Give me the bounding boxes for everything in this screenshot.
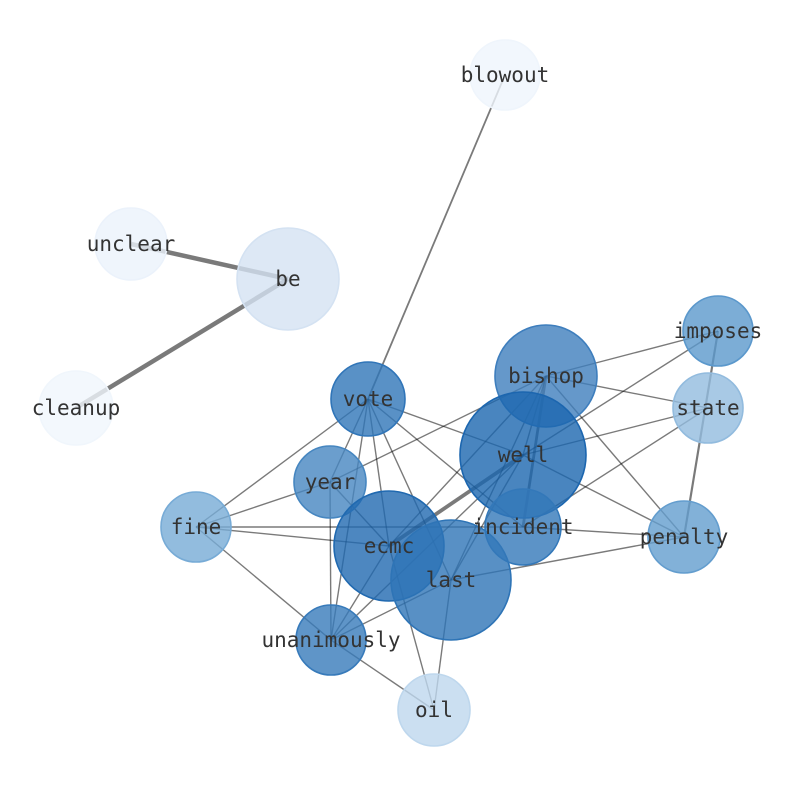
node-imposes bbox=[682, 295, 754, 367]
node-incident bbox=[484, 488, 562, 566]
node-penalty bbox=[647, 500, 721, 574]
node-state bbox=[672, 372, 744, 444]
node-cleanup bbox=[38, 370, 114, 446]
nodes-layer bbox=[38, 39, 754, 747]
node-be bbox=[236, 227, 340, 331]
edge-blowout-vote bbox=[367, 74, 506, 400]
node-last bbox=[390, 519, 512, 641]
node-vote bbox=[330, 361, 406, 437]
node-year bbox=[293, 445, 367, 519]
node-fine bbox=[160, 491, 232, 563]
node-unanimously bbox=[295, 604, 367, 676]
node-blowout bbox=[469, 39, 541, 111]
node-oil bbox=[397, 673, 471, 747]
node-unclear bbox=[94, 207, 168, 281]
